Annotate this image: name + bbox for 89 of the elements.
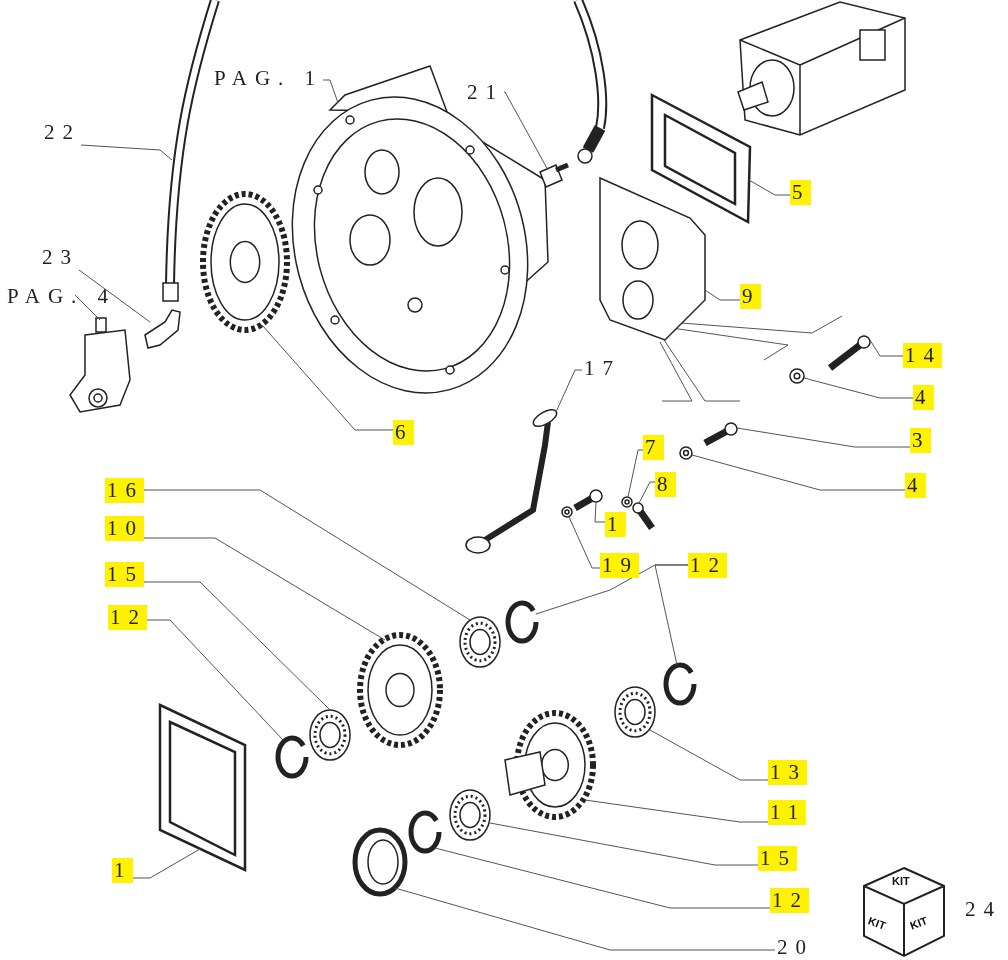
leader-line (638, 481, 656, 504)
leader-line (503, 91, 549, 171)
leader-line (691, 454, 906, 491)
callout-number: 6 (393, 420, 414, 445)
snap-ring-drawing (408, 810, 442, 854)
gear-drawing (357, 632, 443, 748)
leader-line (654, 564, 689, 666)
callout-number: 3 (910, 428, 931, 453)
leader-line (489, 822, 759, 866)
callout-number: 10 (105, 516, 144, 541)
seal-drawing (352, 827, 408, 897)
leader-line (394, 887, 776, 951)
callout-number: PAG. 4 (5, 284, 117, 309)
kit-label: KIT (908, 915, 930, 932)
leader-line (143, 537, 386, 641)
callout-number: 4 (905, 473, 926, 498)
gasket-drawing (650, 92, 752, 225)
snap-ring-drawing (663, 662, 697, 706)
cover-drawing (599, 176, 706, 341)
leader-line (74, 294, 101, 321)
callout-number: 15 (105, 562, 144, 587)
callout-number: 21 (465, 80, 504, 105)
leader-line (146, 619, 284, 741)
callout-number: 20 (775, 935, 814, 960)
callout-number: 16 (105, 478, 144, 503)
callout-number: 8 (655, 472, 676, 497)
bearing-drawing (309, 709, 351, 761)
leader-line (78, 269, 151, 323)
leader-line (803, 377, 914, 399)
gear-shaft-drawing (504, 710, 596, 820)
leader-line (584, 799, 769, 823)
callout-number: 17 (582, 356, 621, 381)
bearing-drawing (449, 789, 491, 841)
leader-line (748, 179, 791, 196)
leader-line (568, 516, 601, 569)
bolt-drawing (827, 335, 871, 371)
leader-line (555, 369, 583, 413)
callout-number: 12 (688, 553, 727, 578)
leader-line (434, 847, 771, 909)
pipe-drawing (465, 408, 558, 554)
callout-number: PAG. 1 (212, 66, 324, 91)
callout-number: 11 (768, 800, 807, 825)
kit-label: KIT (866, 915, 888, 932)
callout-number: 23 (40, 245, 79, 270)
callout-number: 22 (42, 120, 81, 145)
leader-line (736, 427, 911, 448)
callout-number: 9 (740, 284, 761, 309)
leader-line (143, 489, 471, 621)
leader-line (704, 289, 741, 301)
bolt-drawing (573, 489, 603, 512)
callout-number: 14 (903, 343, 942, 368)
leader-line (594, 501, 606, 523)
bearing-drawing (459, 616, 501, 668)
callout-number: 12 (108, 605, 147, 630)
callout-number: 12 (770, 888, 809, 913)
bolt-drawing (632, 502, 655, 530)
housing-drawing (291, 65, 549, 394)
callout-number: 15 (758, 846, 797, 871)
leader-line (869, 339, 904, 357)
kit-cube-drawing (862, 866, 946, 958)
washer-drawing (789, 368, 805, 384)
leader-line (143, 581, 331, 711)
callout-number: 24 (964, 897, 1002, 922)
callout-number: 13 (768, 760, 807, 785)
bearing-drawing (614, 686, 656, 738)
fitting-drawing (539, 162, 569, 188)
washer-drawing (621, 496, 633, 508)
callout-number: 5 (790, 180, 811, 205)
snap-ring-drawing (275, 735, 309, 779)
callout-number: 19 (600, 553, 639, 578)
gear-drawing (200, 191, 290, 333)
leader-line (261, 324, 394, 431)
leader-line (80, 144, 173, 161)
valve-drawing (69, 317, 131, 413)
kit-label: KIT (892, 876, 910, 887)
leader-line (132, 848, 201, 879)
leader-line (649, 729, 769, 781)
elbow-fitting-drawing (144, 309, 181, 349)
washer-drawing (561, 506, 573, 518)
leader-line (322, 79, 339, 104)
callout-number: 4 (913, 385, 934, 410)
bolt-drawing (703, 422, 738, 447)
washer-drawing (679, 446, 693, 460)
snap-ring-drawing (505, 600, 539, 644)
gasket-drawing (158, 703, 247, 872)
callout-number: 7 (643, 435, 664, 460)
leader-line (627, 449, 644, 498)
callout-number: 1 (112, 858, 133, 883)
callout-number: 1 (605, 512, 626, 537)
